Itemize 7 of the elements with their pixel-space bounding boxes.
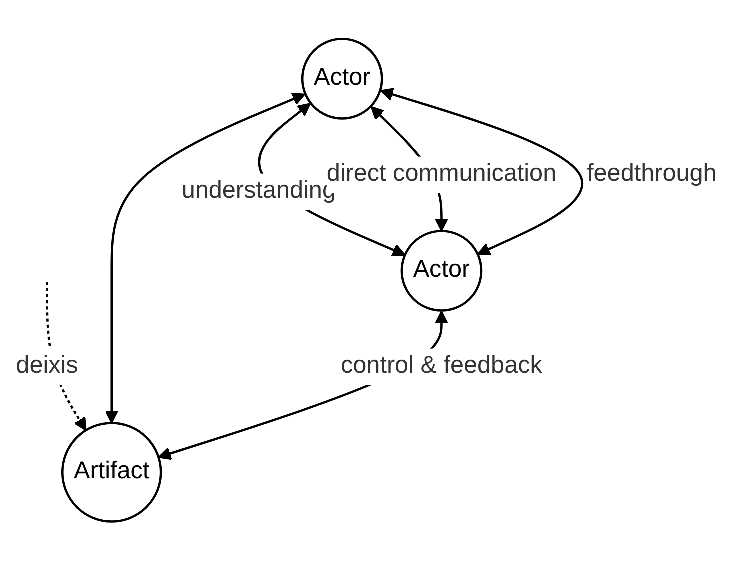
circle-node: Actor (301, 38, 384, 120)
arrow (380, 88, 584, 256)
circle-node: Artifact (61, 422, 162, 523)
edge-label: control & feedback (341, 348, 542, 386)
circle-node: Actor (400, 230, 483, 312)
edge-label: deixis (16, 348, 78, 386)
arrow (105, 92, 306, 424)
